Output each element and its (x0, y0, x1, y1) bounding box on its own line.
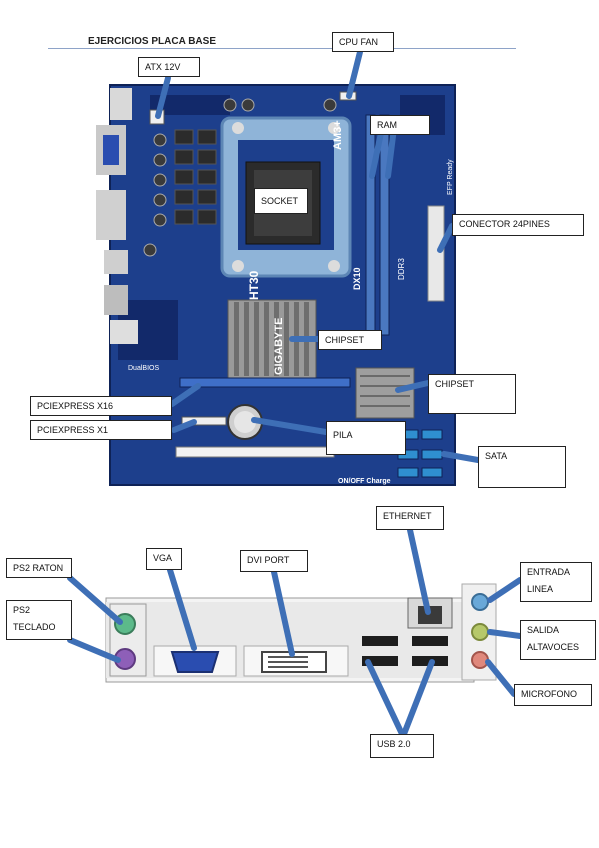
label-pciex1: PCIEXPRESS X1 (30, 420, 172, 440)
pcie-x16-slot (179, 377, 351, 388)
label-ps2-teclado-line1: PS2 (13, 605, 31, 615)
ram-slot-2 (379, 114, 390, 336)
label-vga: VGA (146, 548, 182, 570)
sata-port-4 (421, 449, 443, 460)
label-ram: RAM (370, 115, 430, 135)
atx-24pin-connector (427, 205, 445, 302)
label-salida-line1: SALIDA (527, 625, 560, 635)
board-model-marking: HT30 (247, 270, 261, 300)
arrow-cpu-fan (346, 49, 363, 99)
arrow-ps2-raton (67, 575, 123, 625)
callout-arrows (67, 49, 523, 737)
label-ps2-teclado: PS2 TECLADO (6, 600, 72, 640)
title-underline (48, 48, 516, 49)
arrow-pciex1 (171, 419, 197, 433)
arrow-ram-2 (385, 125, 397, 179)
arrow-ethernet (407, 527, 431, 615)
audio-mic-jack (471, 651, 489, 669)
label-atx12v: ATX 12V (138, 57, 200, 77)
label-entrada-line2: LINEA (527, 584, 554, 594)
arrow-usb-1 (365, 659, 405, 737)
label-pila: PILA (326, 421, 406, 455)
rear-io-dvi (96, 190, 126, 240)
arrow-ps2-teclado (67, 637, 121, 663)
arrow-conector24 (437, 223, 455, 253)
document-title: EJERCICIOS PLACA BASE (88, 36, 216, 47)
label-sata: SATA (478, 446, 566, 488)
usb-port-1 (362, 636, 398, 646)
label-socket: SOCKET (254, 188, 308, 214)
usb-port-3 (412, 636, 448, 646)
label-salida-line2: ALTAVOCES (527, 642, 580, 652)
board-ddr-marking: DDR3 (397, 258, 406, 280)
board-onoff-marking: ON/OFF Charge (338, 478, 391, 485)
audio-line-out-jack (471, 623, 489, 641)
label-entrada-line1: ENTRADA (527, 567, 571, 577)
board-socket-marking: AM3+ (332, 120, 344, 150)
label-entrada-linea: ENTRADA LINEA (520, 562, 592, 602)
audio-line-in-jack (471, 593, 489, 611)
label-chipset-north: CHIPSET (318, 330, 382, 350)
pci-slot (175, 446, 335, 458)
label-dvi-port: DVI PORT (240, 550, 308, 572)
usb-port-2 (362, 656, 398, 666)
board-brand-marking: GIGABYTE (273, 318, 285, 375)
vga-port (170, 651, 220, 673)
ram-slot-1 (365, 114, 376, 336)
rear-io-usb (104, 250, 128, 274)
label-microfono: MICROFONO (514, 684, 592, 706)
label-pciex16: PCIEXPRESS X16 (30, 396, 172, 416)
label-chipset-south: CHIPSET (428, 374, 516, 414)
board-efp-marking: EFP Ready (447, 159, 454, 195)
board-dualbios-marking: DualBIOS (128, 365, 159, 372)
rear-io-audio (110, 88, 132, 120)
arrow-vga (167, 567, 197, 651)
arrow-pila (251, 417, 329, 435)
arrow-sata (441, 451, 481, 463)
arrow-microfono (485, 659, 517, 697)
label-cpu-fan: CPU FAN (332, 32, 394, 52)
pcie-x1-slot (181, 416, 227, 426)
arrow-ram-1 (369, 125, 385, 179)
label-ps2-teclado-line2: TECLADO (13, 622, 56, 632)
label-usb: USB 2.0 (370, 734, 434, 758)
arrow-pciex16 (169, 383, 201, 407)
rear-io-ps2 (110, 320, 138, 344)
label-salida-altavoces: SALIDA ALTAVOCES (520, 620, 596, 660)
arrow-usb-2 (401, 659, 435, 737)
arrow-salida (487, 629, 523, 639)
arrow-atx12v (155, 75, 171, 119)
arrow-dvi (271, 569, 295, 657)
sata-port-2 (421, 429, 443, 440)
label-conector24: CONECTOR 24PINES (452, 214, 584, 236)
rear-io-lan (104, 285, 128, 315)
label-ps2-raton: PS2 RATON (6, 558, 72, 578)
board-dx-marking: DX10 (352, 267, 362, 290)
arrow-chipset-south (395, 380, 431, 393)
arrow-entrada (487, 577, 523, 603)
label-ethernet: ETHERNET (376, 506, 444, 530)
